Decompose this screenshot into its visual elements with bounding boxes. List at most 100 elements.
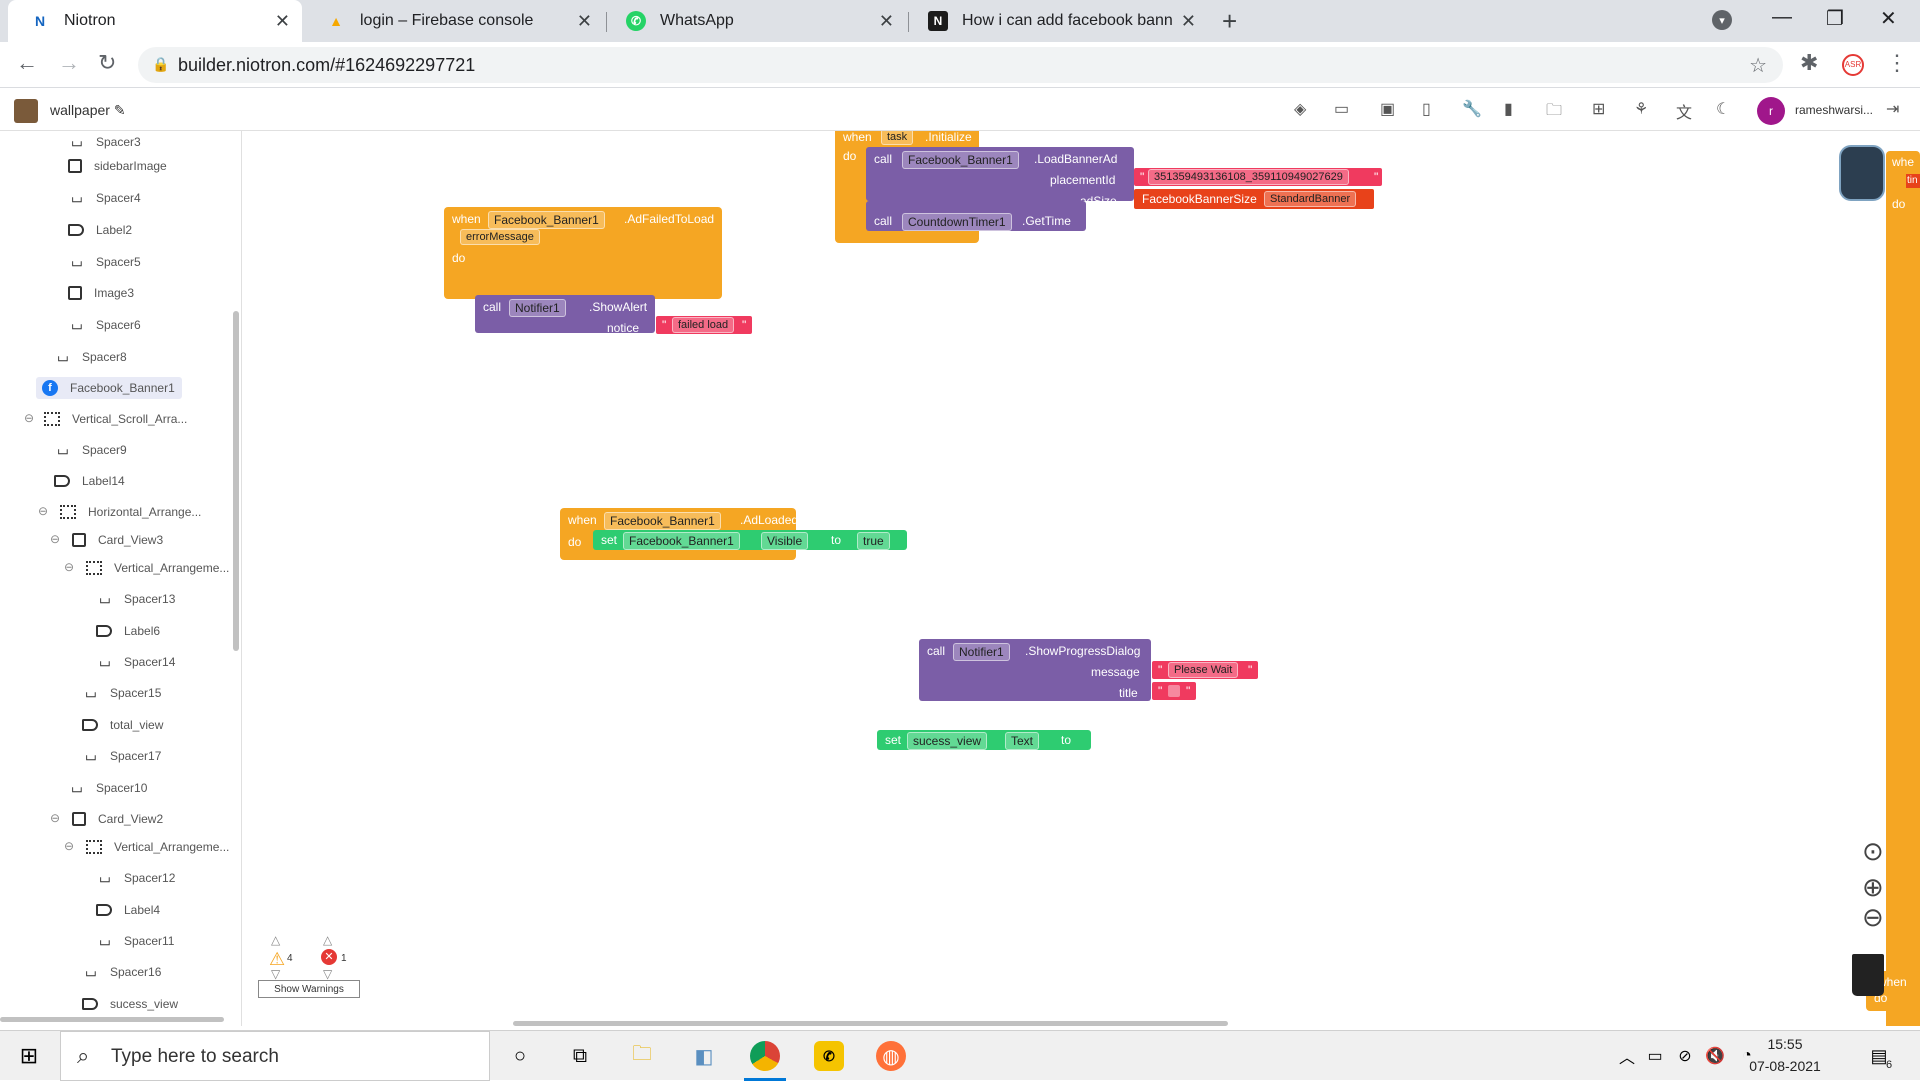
back-icon[interactable]: ← (16, 50, 38, 75)
close-tab-icon[interactable]: ✕ (878, 11, 894, 31)
tree-item[interactable]: Card_View2 (72, 808, 163, 830)
sidebar-horizontal-scrollbar[interactable] (0, 1017, 224, 1022)
edit-pencil-icon[interactable]: ✎ (113, 102, 126, 118)
collapse-icon[interactable]: ⊖ (64, 839, 75, 853)
text-value[interactable]: failed load (672, 317, 735, 333)
new-tab-icon[interactable]: + (1222, 6, 1238, 36)
warning-down-icon[interactable]: ▽ (271, 967, 281, 981)
text-block-empty[interactable]: " " (1152, 682, 1196, 700)
tree-item[interactable]: Label14 (54, 470, 125, 492)
file-explorer-icon[interactable]: 🗀 (632, 1043, 652, 1065)
sidebar-scrollbar[interactable] (233, 311, 239, 651)
tablet-icon[interactable]: ▮ (1504, 101, 1513, 118)
firefox-icon[interactable]: ◍ (876, 1041, 906, 1071)
enum-block-adsize[interactable]: FacebookBannerSize StandardBanner (1134, 189, 1374, 209)
cortana-icon[interactable]: ○ (513, 1044, 527, 1067)
component-dropdown[interactable]: Facebook_Banner1 (488, 211, 605, 229)
empty-text-value[interactable] (1168, 685, 1180, 697)
tree-item[interactable]: sidebarImage (68, 155, 167, 177)
component-dropdown[interactable]: Facebook_Banner1 (604, 512, 721, 530)
tree-item[interactable]: Label4 (96, 899, 160, 921)
collapse-icon[interactable]: ⊖ (24, 411, 35, 425)
wrench-icon[interactable]: 🔧 (1462, 101, 1482, 118)
grid-icon[interactable]: ⊞ (1592, 101, 1606, 118)
tree-item[interactable]: ⌴Spacer5 (68, 251, 141, 273)
text-value[interactable]: 351359493136108_359110949027629 (1148, 169, 1349, 185)
clock-time[interactable]: 15:55 (1767, 1036, 1803, 1052)
tree-item[interactable]: ⌴Spacer17 (82, 745, 162, 767)
component-dropdown[interactable]: Notifier1 (953, 643, 1010, 661)
tab-whatsapp[interactable]: ✆ WhatsApp ✕ (604, 0, 906, 42)
call-block-showalert[interactable]: call Notifier1 .ShowAlert notice (475, 295, 655, 335)
event-block-offscreen-right[interactable]: whe do (1886, 151, 1920, 1026)
restore-icon[interactable]: ❐ (1826, 8, 1844, 30)
blocks-icon[interactable]: ⚘ (1634, 101, 1649, 118)
text-block-failed-load[interactable]: " failed load " (656, 316, 752, 334)
set-block-visible[interactable]: set Facebook_Banner1 Visible to true (593, 530, 907, 550)
zoom-out-icon[interactable]: ⊖ (1862, 902, 1884, 932)
close-tab-icon[interactable]: ✕ (576, 11, 592, 31)
error-down-icon[interactable]: ▽ (323, 967, 333, 981)
workspace-horizontal-scrollbar[interactable] (513, 1021, 1228, 1026)
tree-item[interactable]: ⌴Spacer10 (68, 777, 148, 799)
zoom-in-icon[interactable]: ⊕ (1862, 872, 1884, 902)
component-dropdown[interactable]: Facebook_Banner1 (902, 151, 1019, 169)
tree-item[interactable]: Label6 (96, 620, 160, 642)
property-dropdown[interactable]: Visible (761, 532, 809, 550)
laptop-icon[interactable]: ▭ (1334, 101, 1350, 118)
tab-stackoverflow[interactable]: N How i can add facebook banner a ✕ (906, 0, 1208, 42)
tree-item[interactable]: ⌴Spacer9 (54, 439, 127, 461)
wifi-icon[interactable]: ◔ (1742, 1047, 1752, 1064)
close-tab-icon[interactable]: ✕ (274, 11, 290, 31)
tree-item[interactable]: ⌴Spacer11 (96, 930, 175, 952)
battery-icon[interactable]: ▭ (1647, 1048, 1663, 1065)
event-block-adfailedtoload[interactable]: when Facebook_Banner1 .AdFailedToLoad er… (444, 207, 722, 299)
param-chip[interactable]: errorMessage (460, 229, 540, 245)
tree-item[interactable]: ⌴Spacer14 (96, 651, 176, 673)
tree-item[interactable]: sucess_view (82, 993, 178, 1015)
network-icon[interactable]: ⊘ (1678, 1048, 1692, 1065)
tree-item[interactable]: Vertical_Scroll_Arra... (44, 408, 187, 430)
app-icon[interactable]: ✆ (814, 1041, 844, 1071)
blocks-workspace[interactable]: when task .Initialize do call Facebook_B… (243, 131, 1920, 1026)
tree-item[interactable]: Vertical_Arrangeme... (86, 557, 229, 579)
volume-muted-icon[interactable]: 🔇 (1705, 1048, 1725, 1065)
task-view-icon[interactable]: ⧉ (572, 1044, 588, 1067)
tree-item[interactable]: ⌴Spacer15 (82, 682, 162, 704)
collapse-icon[interactable]: ⊖ (50, 811, 61, 825)
text-block-placement[interactable]: " 351359493136108_359110949027629 " (1134, 168, 1382, 186)
recenter-icon[interactable]: ⊙ (1862, 836, 1884, 866)
text-value[interactable]: Please Wait (1168, 662, 1239, 678)
collapse-icon[interactable]: ⊖ (38, 504, 49, 518)
minimize-icon[interactable]: — (1772, 6, 1792, 28)
component-dropdown[interactable]: Facebook_Banner1 (623, 532, 740, 550)
extensions-icon[interactable]: ✱ (1800, 50, 1819, 75)
phone-icon[interactable]: ▯ (1422, 101, 1431, 118)
tree-item[interactable]: ⌴Spacer3 (68, 131, 141, 153)
close-tab-icon[interactable]: ✕ (1180, 11, 1196, 31)
avatar[interactable]: r (1757, 97, 1785, 125)
tree-item[interactable]: Horizontal_Arrange... (60, 501, 201, 523)
tree-item[interactable]: total_view (82, 714, 163, 736)
tray-chevron-icon[interactable]: ︿ (1618, 1050, 1635, 1067)
tree-item[interactable]: ⌴Spacer13 (96, 588, 176, 610)
boolean-dropdown[interactable]: true (857, 532, 890, 550)
clock-date[interactable]: 07-08-2021 (1749, 1058, 1821, 1074)
chrome-icon[interactable] (744, 1041, 786, 1081)
app-icon[interactable]: ◧ (694, 1045, 714, 1068)
component-dropdown[interactable]: task (881, 131, 914, 145)
trash-icon[interactable] (1852, 954, 1884, 996)
notifications-icon[interactable]: ▤ (1870, 1045, 1888, 1066)
component-dropdown[interactable]: sucess_view (907, 732, 988, 750)
tree-item[interactable]: ⌴Spacer6 (68, 314, 141, 336)
component-dropdown[interactable]: CountdownTimer1 (902, 213, 1012, 231)
chrome-menu-icon[interactable]: ⋮ (1886, 50, 1908, 75)
warning-up-icon[interactable]: △ (271, 933, 281, 947)
layers-icon[interactable]: ◈ (1294, 101, 1307, 118)
tree-item[interactable]: Vertical_Arrangeme... (86, 836, 229, 858)
tab-niotron[interactable]: N Niotron ✕ (8, 0, 302, 42)
translate-icon[interactable]: 文 (1676, 105, 1693, 122)
component-dropdown[interactable]: Notifier1 (509, 299, 566, 317)
tree-item[interactable]: Image3 (68, 282, 134, 304)
